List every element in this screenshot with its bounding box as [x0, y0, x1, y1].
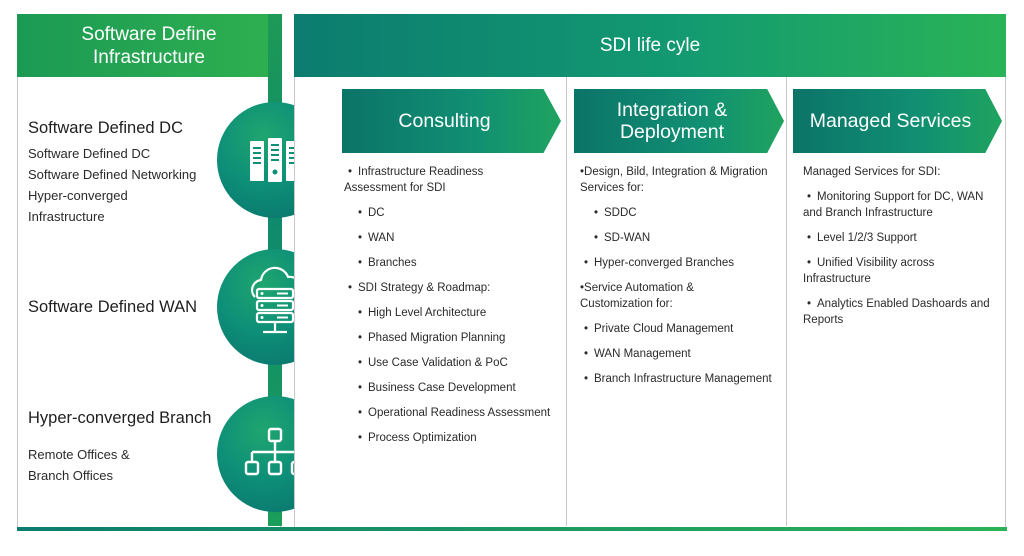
list-item: Level 1/2/3 Support	[803, 230, 990, 246]
integration-arrow: Integration & Deployment	[574, 89, 784, 153]
category-item: Software Defined Networking	[28, 167, 197, 182]
bottom-accent-line	[17, 527, 1007, 531]
left-header-line-2: Infrastructure	[93, 47, 205, 68]
list-item: Private Cloud Management	[580, 321, 772, 337]
list-item: and Branch Infrastructure	[803, 207, 933, 219]
list-item: Unified Visibility across	[803, 255, 990, 271]
arrow-title: Deployment	[619, 121, 725, 143]
list-item: Customization for:	[580, 298, 673, 310]
category-software-defined-dc: Software Defined DC Software Defined DC …	[28, 118, 228, 227]
list-item: •Service Automation &	[580, 282, 694, 294]
list-item: Operational Readiness Assessment	[344, 405, 550, 421]
category-item: Software Defined DC	[28, 146, 151, 161]
list-item: Services for:	[580, 182, 644, 194]
list-item: Assessment for SDI	[344, 182, 446, 194]
consulting-arrow: Consulting	[342, 89, 561, 153]
arrow-title: Integration &	[616, 99, 728, 121]
category-item: Hyper-converged	[28, 188, 128, 203]
category-hyper-converged-branch: Hyper-converged Branch Remote Offices & …	[28, 408, 228, 486]
arrow-title: Managed Services	[809, 110, 972, 132]
list-item: Analytics Enabled Dashoards and	[803, 296, 990, 312]
list-item: SDDC	[580, 205, 772, 221]
list-item: Use Case Validation & PoC	[344, 355, 550, 371]
category-title: Software Defined WAN	[28, 298, 198, 316]
list-item: WAN Management	[580, 346, 772, 362]
list-item: Process Optimization	[344, 430, 550, 446]
list-item: Reports	[803, 314, 844, 326]
list-item: Phased Migration Planning	[344, 330, 550, 346]
list-item: Hyper-converged Branches	[580, 255, 772, 271]
list-item: SDI Strategy & Roadmap:	[344, 280, 550, 296]
list-item: •Design, Bild, Integration & Migration	[580, 166, 768, 178]
list-item: High Level Architecture	[344, 305, 550, 321]
list-item: SD-WAN	[580, 230, 772, 246]
list-item: Branches	[344, 255, 550, 271]
list-item: WAN	[344, 230, 550, 246]
column-divider	[786, 77, 787, 526]
category-software-defined-wan: Software Defined WAN	[28, 297, 228, 317]
list-item: DC	[344, 205, 550, 221]
list-item: Monitoring Support for DC, WAN	[803, 189, 990, 205]
category-title: Software Defined DC	[28, 119, 183, 137]
list-item: Business Case Development	[344, 380, 550, 396]
managed-services-list: Managed Services for SDI: Monitoring Supp…	[803, 164, 990, 328]
list-item: Infrastructure Readiness	[344, 164, 550, 180]
left-header-line-1: Software Define	[81, 24, 217, 45]
category-title: Hyper-converged Branch	[28, 409, 212, 427]
list-item: Managed Services for SDI:	[803, 166, 941, 178]
lifecycle-header: SDI life cyle	[294, 14, 1006, 77]
category-item: Remote Offices &	[28, 447, 130, 462]
category-item: Infrastructure	[28, 209, 105, 224]
category-item: Branch Offices	[28, 468, 114, 483]
left-panel-header: Software Define Infrastructure	[17, 14, 281, 77]
managed-services-arrow: Managed Services	[793, 89, 1002, 153]
list-item: Infrastructure	[803, 273, 871, 285]
arrow-title: Consulting	[398, 110, 491, 132]
list-item: Branch Infrastructure Management	[580, 371, 772, 387]
column-divider	[566, 77, 567, 526]
